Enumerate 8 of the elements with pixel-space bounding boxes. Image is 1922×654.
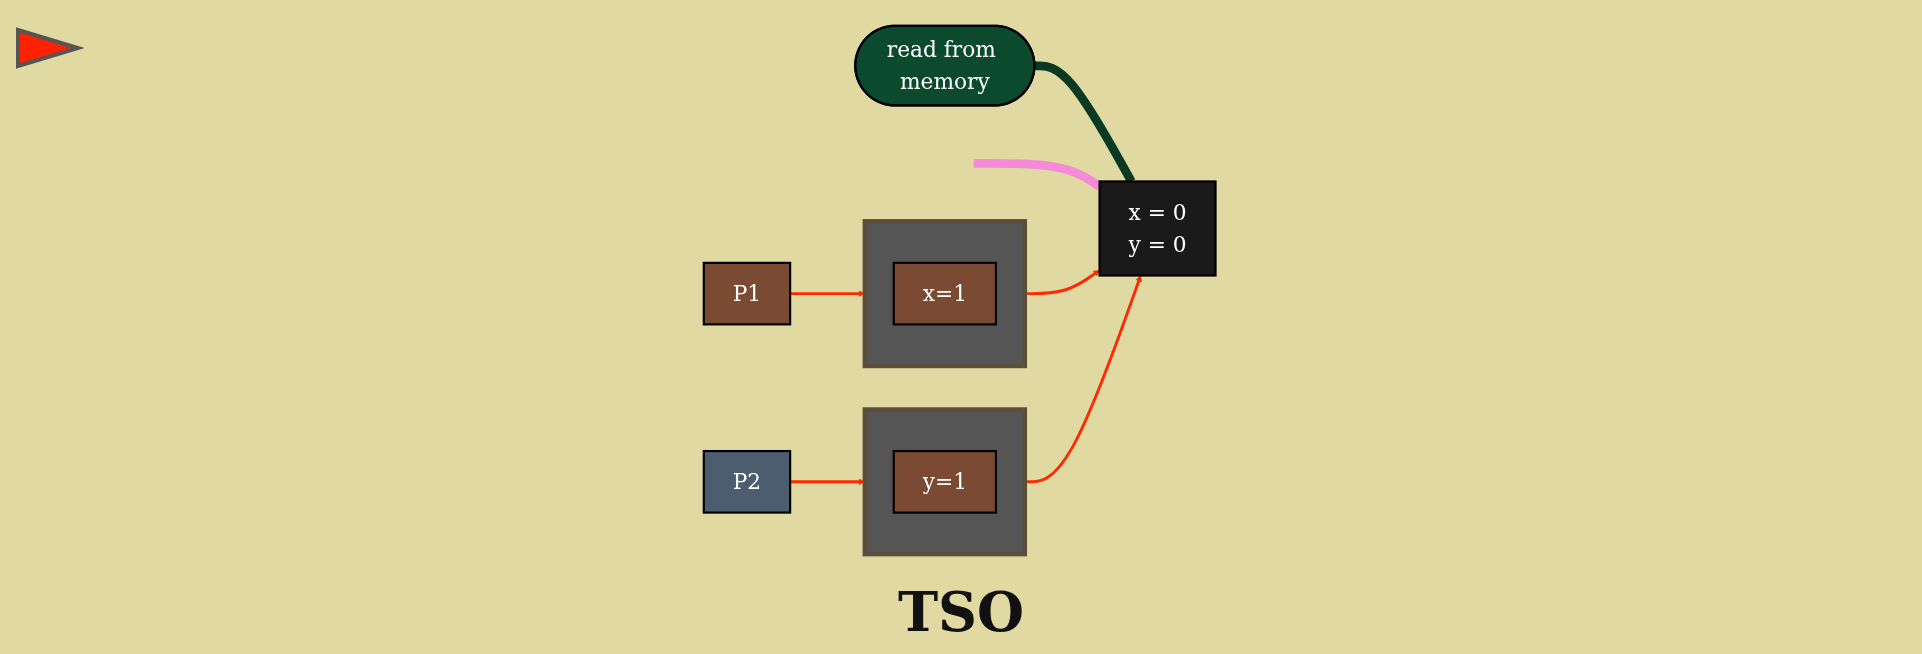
node-box: P2 bbox=[703, 449, 792, 514]
cluster bbox=[862, 407, 1028, 557]
diagram-label: TSO bbox=[896, 580, 1026, 644]
cluster bbox=[862, 219, 1028, 369]
node-box: x = 0 y = 0 bbox=[1098, 180, 1217, 277]
node-box: P1 bbox=[703, 261, 792, 326]
node-box: x=1 bbox=[893, 261, 998, 326]
node-box: y=1 bbox=[893, 449, 998, 514]
